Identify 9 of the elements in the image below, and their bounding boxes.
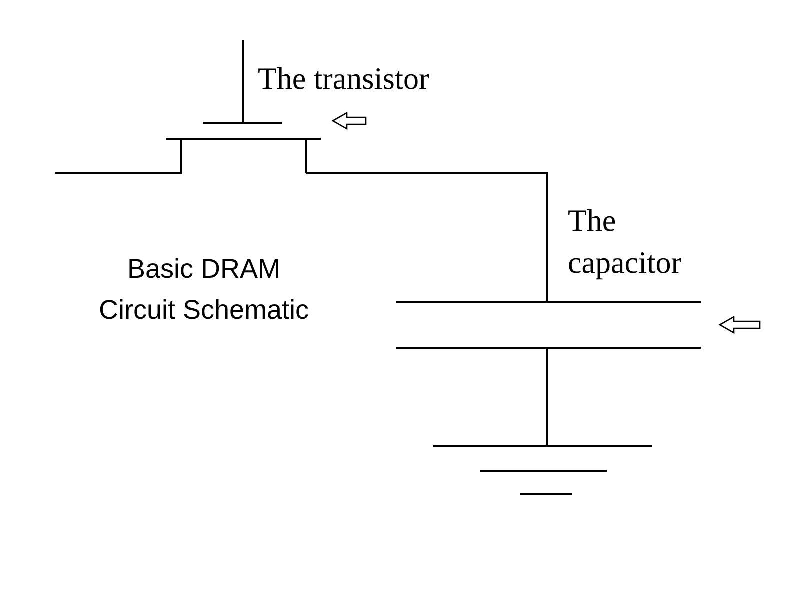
capacitor-symbol [396, 301, 701, 349]
diagram-title: Basic DRAM Circuit Schematic [98, 253, 310, 327]
part-label: The transistor [258, 60, 430, 98]
wire [306, 172, 548, 302]
pointer-arrow [332, 112, 367, 130]
ground-symbol [433, 445, 652, 495]
part-label: The capacitor [568, 202, 683, 282]
wire [546, 348, 548, 446]
pointer-arrow [718, 316, 761, 334]
